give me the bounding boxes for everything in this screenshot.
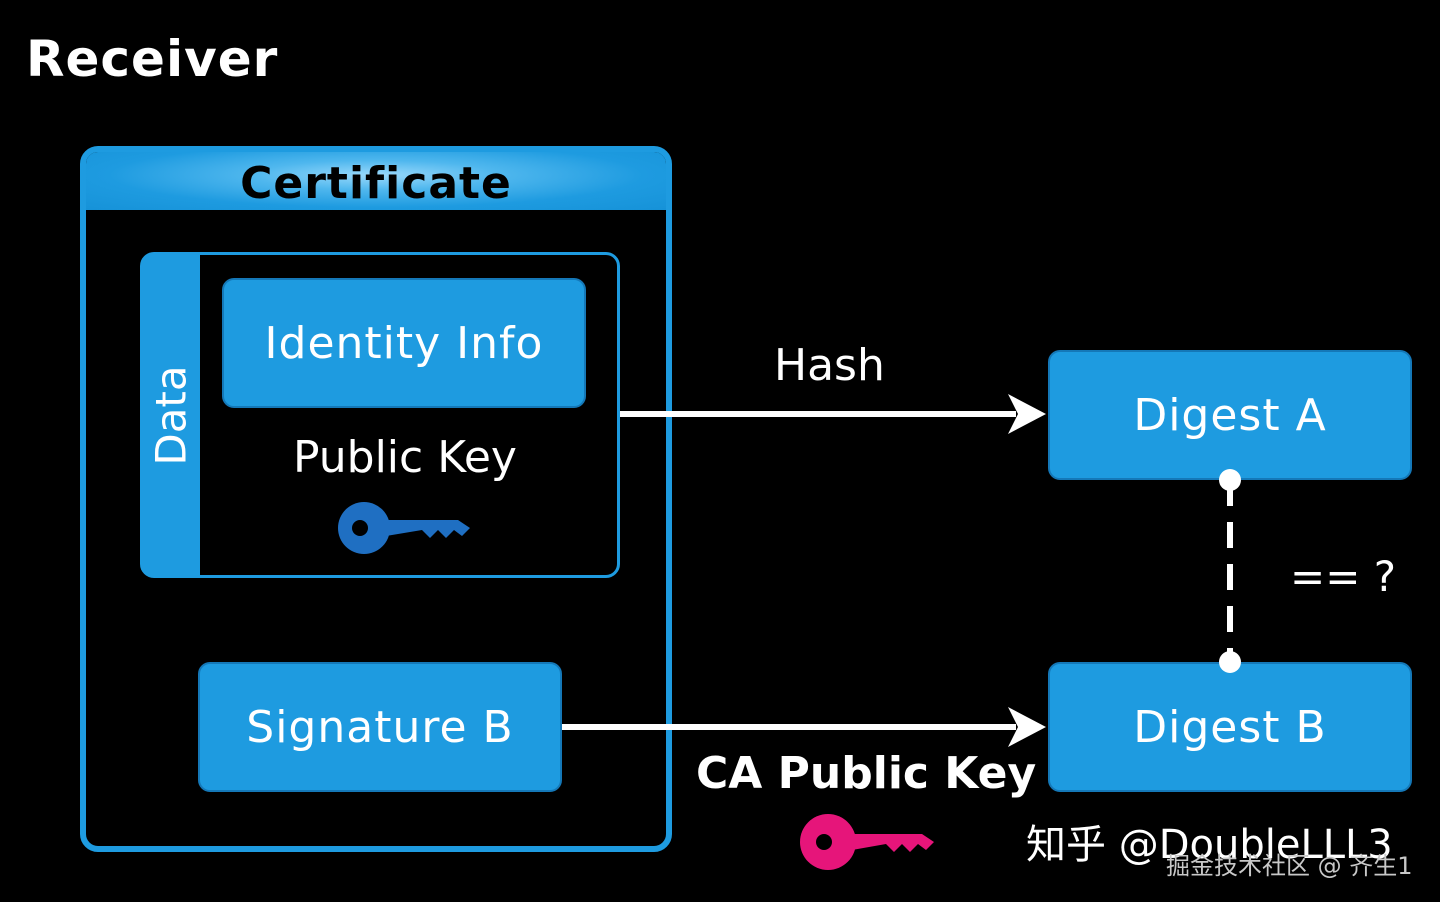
digest-a-label: Digest A — [1133, 389, 1327, 441]
signature-label: Signature B — [246, 701, 514, 753]
watermark-sub: 掘金技术社区 @ 齐生1 — [1166, 852, 1413, 880]
ca-public-key-label: CA Public Key — [696, 748, 1037, 799]
public-key-label: Public Key — [293, 432, 517, 483]
hash-arrow — [620, 394, 1046, 434]
hash-label: Hash — [774, 340, 885, 391]
decrypt-arrow — [562, 707, 1046, 747]
compare-label: == ? — [1290, 552, 1397, 601]
key-icon — [338, 502, 470, 554]
identity-info-box: Identity Info — [222, 278, 586, 408]
identity-info-label: Identity Info — [264, 317, 544, 369]
digest-b-label: Digest B — [1133, 701, 1327, 753]
watermark-main: 知乎 @DoubleLLL3 — [1026, 822, 1393, 868]
data-group-bar — [142, 254, 200, 576]
certificate-label: Certificate — [240, 157, 512, 209]
digest-a-box: Digest A — [1048, 350, 1412, 480]
signature-box: Signature B — [198, 662, 562, 792]
certificate-header: Certificate — [86, 152, 666, 210]
key-icon — [800, 814, 934, 870]
compare-connector — [1219, 469, 1241, 673]
digest-b-box: Digest B — [1048, 662, 1412, 792]
data-group-frame — [140, 252, 620, 578]
diagram-title: Receiver — [26, 30, 279, 88]
